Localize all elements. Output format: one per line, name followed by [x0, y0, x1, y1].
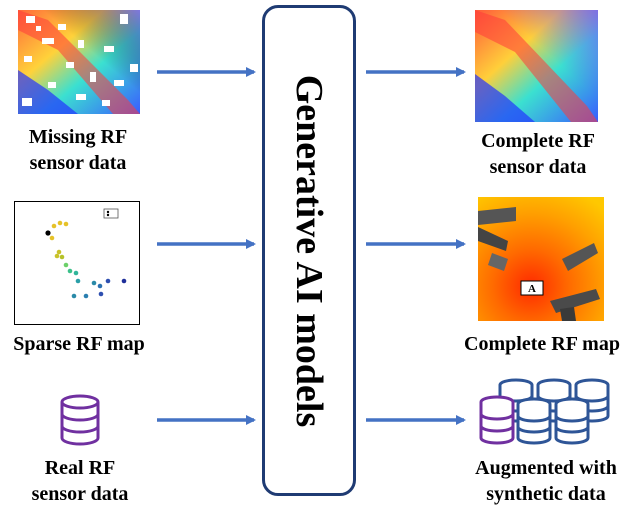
- complete-rf-map: A: [478, 197, 604, 321]
- missing-rf-label: Missing RF sensor data: [0, 124, 156, 176]
- real-rf-label: Real RF sensor data: [0, 455, 160, 507]
- augmented-label-line1: Augmented with: [475, 457, 617, 479]
- real-rf-label-line2: sensor data: [31, 483, 129, 505]
- augmented-label-line2: synthetic data: [486, 483, 606, 505]
- complete-rf-map-label: Complete RF map: [446, 331, 638, 357]
- sparse-rf-map: [14, 201, 140, 325]
- complete-rf-map-label-line1: Complete RF map: [464, 333, 620, 355]
- augmented-databases-icon: [479, 378, 610, 445]
- complete-rf-heatmap: [475, 10, 598, 122]
- missing-rf-label-line1: Missing RF: [28, 126, 128, 148]
- database-icon: [60, 394, 100, 446]
- complete-rf-label-line2: sensor data: [489, 156, 587, 178]
- map-marker-label: A: [528, 283, 536, 295]
- sparse-rf-map-label-line1: Sparse RF map: [13, 333, 145, 355]
- missing-rf-label-line2: sensor data: [29, 152, 127, 174]
- generative-ai-models-box: Generative AI models: [262, 5, 356, 496]
- generative-ai-models-title: Generative AI models: [288, 74, 330, 427]
- real-rf-label-line1: Real RF: [44, 457, 116, 479]
- missing-rf-heatmap: [18, 10, 140, 114]
- sparse-rf-map-label: Sparse RF map: [0, 331, 158, 357]
- complete-rf-label: Complete RF sensor data: [458, 128, 618, 180]
- augmented-label: Augmented with synthetic data: [458, 455, 634, 507]
- complete-rf-label-line1: Complete RF: [481, 130, 595, 152]
